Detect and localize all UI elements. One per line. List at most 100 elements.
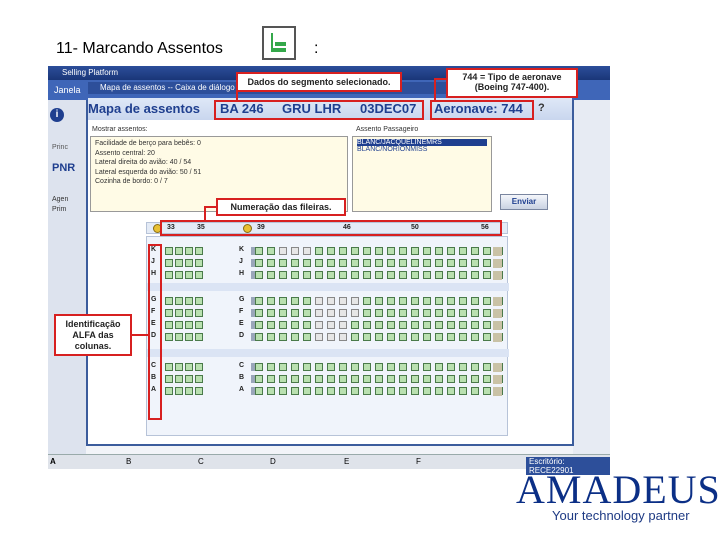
seat[interactable] (447, 363, 455, 371)
seat[interactable] (435, 333, 443, 341)
seat[interactable] (315, 387, 323, 395)
seat[interactable] (435, 297, 443, 305)
seat[interactable] (423, 375, 431, 383)
seat[interactable] (375, 247, 383, 255)
status-tab-a[interactable]: A (50, 457, 56, 466)
seat[interactable] (315, 309, 323, 317)
seat[interactable] (459, 309, 467, 317)
seat[interactable] (327, 363, 335, 371)
seat[interactable] (363, 259, 371, 267)
seat[interactable] (267, 259, 275, 267)
seat[interactable] (363, 309, 371, 317)
seat[interactable] (327, 333, 335, 341)
status-tab-c[interactable]: C (198, 457, 204, 466)
seat[interactable] (291, 375, 299, 383)
seat[interactable] (175, 387, 183, 395)
seat[interactable] (471, 333, 479, 341)
seat[interactable] (387, 375, 395, 383)
seat[interactable] (175, 375, 183, 383)
seat[interactable] (435, 259, 443, 267)
seat[interactable] (459, 363, 467, 371)
seat[interactable] (291, 309, 299, 317)
seat[interactable] (291, 387, 299, 395)
seat[interactable] (195, 321, 203, 329)
seat[interactable] (483, 375, 491, 383)
seat[interactable] (423, 247, 431, 255)
seat[interactable] (435, 363, 443, 371)
seat[interactable] (339, 259, 347, 267)
seat[interactable] (255, 333, 263, 341)
seat[interactable] (435, 271, 443, 279)
seat[interactable] (279, 375, 287, 383)
seat[interactable] (387, 297, 395, 305)
seat[interactable] (363, 363, 371, 371)
seat[interactable] (175, 259, 183, 267)
seat[interactable] (255, 387, 263, 395)
seat[interactable] (195, 247, 203, 255)
seat[interactable] (185, 387, 193, 395)
seat[interactable] (375, 259, 383, 267)
seat[interactable] (339, 321, 347, 329)
seat[interactable] (315, 375, 323, 383)
seat[interactable] (459, 259, 467, 267)
seat[interactable] (471, 247, 479, 255)
seat[interactable] (291, 259, 299, 267)
seat[interactable] (303, 321, 311, 329)
seat[interactable] (291, 271, 299, 279)
seat[interactable] (435, 309, 443, 317)
seat[interactable] (483, 271, 491, 279)
seat[interactable] (447, 309, 455, 317)
seat[interactable] (483, 247, 491, 255)
seat[interactable] (327, 247, 335, 255)
seat[interactable] (185, 297, 193, 305)
seat[interactable] (339, 309, 347, 317)
seat[interactable] (411, 309, 419, 317)
seat[interactable] (339, 271, 347, 279)
seat[interactable] (185, 321, 193, 329)
seat[interactable] (387, 271, 395, 279)
seat[interactable] (195, 309, 203, 317)
seat[interactable] (351, 375, 359, 383)
seat[interactable] (165, 387, 173, 395)
seat[interactable] (303, 297, 311, 305)
seat[interactable] (399, 247, 407, 255)
seat[interactable] (267, 387, 275, 395)
seat[interactable] (447, 387, 455, 395)
seat[interactable] (375, 297, 383, 305)
seat[interactable] (363, 375, 371, 383)
seat[interactable] (423, 259, 431, 267)
seat[interactable] (315, 247, 323, 255)
seat[interactable] (255, 297, 263, 305)
seat[interactable] (175, 321, 183, 329)
seat[interactable] (279, 387, 287, 395)
seat[interactable] (351, 387, 359, 395)
seat[interactable] (267, 271, 275, 279)
seat[interactable] (315, 271, 323, 279)
menu-janela[interactable]: Janela (54, 85, 81, 95)
seat[interactable] (351, 321, 359, 329)
seat[interactable] (351, 333, 359, 341)
seat[interactable] (303, 333, 311, 341)
seat[interactable] (399, 259, 407, 267)
seat[interactable] (185, 247, 193, 255)
seat[interactable] (411, 271, 419, 279)
seat[interactable] (279, 309, 287, 317)
seat[interactable] (315, 297, 323, 305)
seat[interactable] (195, 271, 203, 279)
seat[interactable] (375, 333, 383, 341)
seat[interactable] (327, 297, 335, 305)
seat[interactable] (165, 271, 173, 279)
seat[interactable] (411, 375, 419, 383)
seat[interactable] (165, 259, 173, 267)
seat[interactable] (399, 321, 407, 329)
seat[interactable] (447, 333, 455, 341)
seat[interactable] (165, 321, 173, 329)
seat[interactable] (375, 375, 383, 383)
seat[interactable] (279, 297, 287, 305)
seat[interactable] (387, 247, 395, 255)
seat[interactable] (363, 247, 371, 255)
seat[interactable] (315, 333, 323, 341)
seat[interactable] (185, 363, 193, 371)
seat[interactable] (351, 309, 359, 317)
seat[interactable] (165, 333, 173, 341)
